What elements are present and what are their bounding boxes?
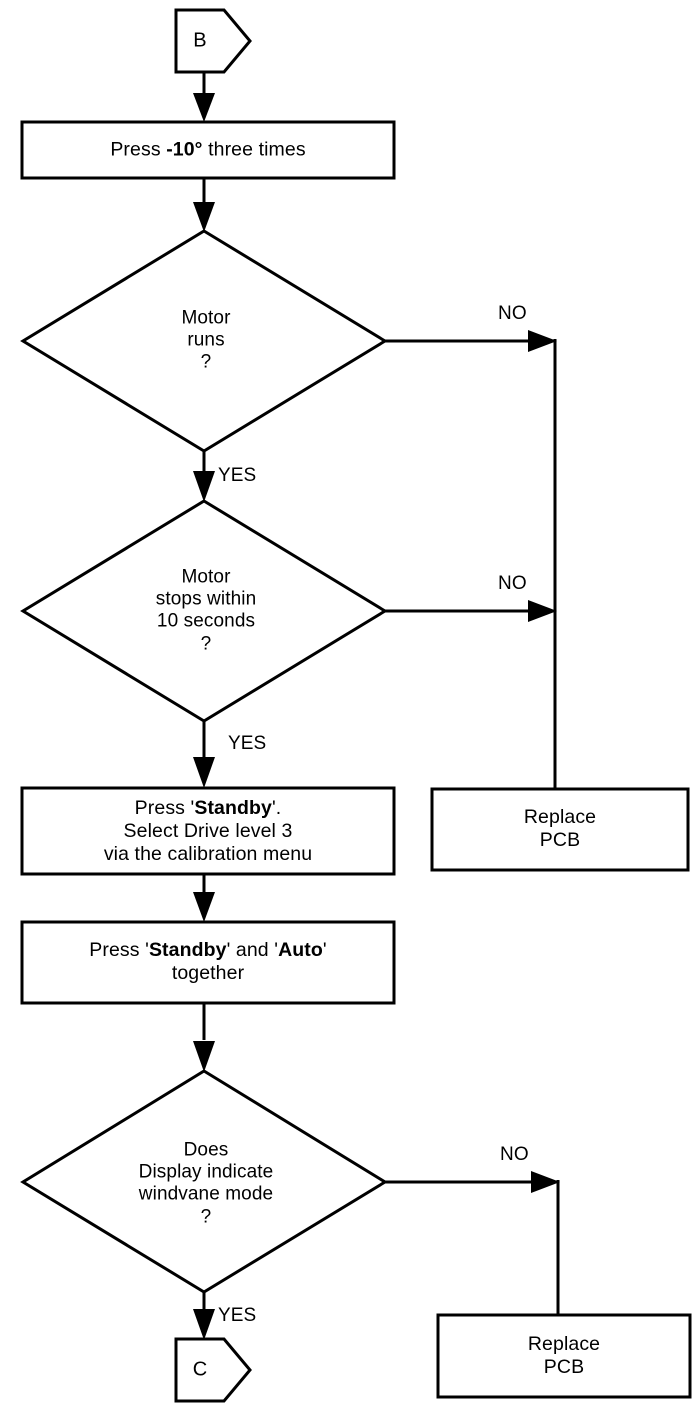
standby-auto-l1-bold: Standby [148,939,227,962]
windvane-line-3: windvane mode [138,1184,274,1205]
terminal-replace-pcb-upper-shape [430,787,690,872]
decision-motor-stops-label: Motor stops within 10 seconds ? [66,567,346,656]
motor-stops-line-2: stops within [155,588,257,610]
motor-stops-line-4: ? [200,633,212,655]
standby-auto-l1-mid: ' and ' [226,939,279,962]
windvane-line-4: ? [200,1206,212,1228]
press-prefix-text: Press [110,138,167,161]
windvane-line-2: Display indicate [138,1161,274,1183]
arrowhead-motorstops-yes [193,757,215,788]
connector-b-label: B [193,29,207,52]
step-press-minus-10-label: Press -10° three times [22,139,394,162]
standby-drive-l1-pre: Press ' [134,796,195,819]
arrowhead-motorruns-no [528,330,557,352]
standby-drive-l3: via the calibration menu [103,842,313,865]
decision-windvane-mode-label: Does Display indicate windvane mode ? [56,1140,356,1229]
step-standby-auto-label: Press 'Standby' and 'Auto' together [22,939,394,985]
arrowhead-motorstops-no [528,600,557,622]
terminal-replace-pcb-lower-label: Replace PCB [438,1333,690,1379]
step-standby-drive-level-label: Press 'Standby'. Select Drive level 3 vi… [22,797,394,865]
connector-c-label: C [192,1358,208,1381]
replace-pcb-lower-line-2: PCB [543,1356,585,1378]
arrowhead-press10-to-motorruns [193,202,215,232]
standby-auto-l1-post: ' [322,939,327,962]
standby-drive-l1-post: '. [271,796,282,819]
arrowhead-b-to-press10 [193,93,215,122]
step-standby-auto-shape [20,920,396,1005]
decision-motor-runs-label: Motor runs ? [76,308,336,375]
arrowhead-windvane-yes [193,1309,215,1340]
edge-label-no-3: NO [500,1144,529,1165]
arrowhead-motorruns-yes [193,471,215,502]
replace-pcb-upper-line-1: Replace [523,806,597,829]
step-press-minus-10-shape [20,120,396,180]
edge-label-yes-1: YES [218,465,257,486]
connector-c-shape [174,1337,252,1403]
edge-label-no-1: NO [498,303,527,324]
terminal-replace-pcb-upper-label: Replace PCB [432,806,688,852]
motor-stops-line-3: 10 seconds [156,611,256,632]
windvane-line-1: Does [183,1139,229,1161]
press-bold-text: -10° [166,138,203,161]
edge-label-no-2: NO [498,573,527,594]
standby-drive-l2: Select Drive level 3 [123,819,293,842]
motor-stops-line-1: Motor [181,566,231,588]
standby-auto-l1-pre: Press ' [89,939,149,962]
replace-pcb-lower-line-1: Replace [527,1333,601,1356]
arrowhead-standbyauto-to-windvane [193,1041,215,1072]
connector-b-shape [174,8,252,74]
arrowhead-windvane-no [531,1171,560,1193]
edge-label-yes-2: YES [228,733,267,754]
arrowhead-standbydrive-to-standbyauto [193,892,215,922]
standby-auto-l2: together [171,962,245,984]
motor-runs-line-3: ? [200,352,212,374]
replace-pcb-upper-line-2: PCB [539,829,581,851]
standby-auto-l1-bold2: Auto [278,939,323,962]
step-standby-drive-level-shape [20,786,396,876]
terminal-replace-pcb-lower-shape [436,1313,692,1399]
motor-runs-line-1: Motor [181,307,231,329]
edge-label-yes-3: YES [218,1305,257,1326]
press-suffix-text: three times [202,138,306,161]
motor-runs-line-2: runs [187,329,225,351]
standby-drive-l1-bold: Standby [194,796,272,819]
